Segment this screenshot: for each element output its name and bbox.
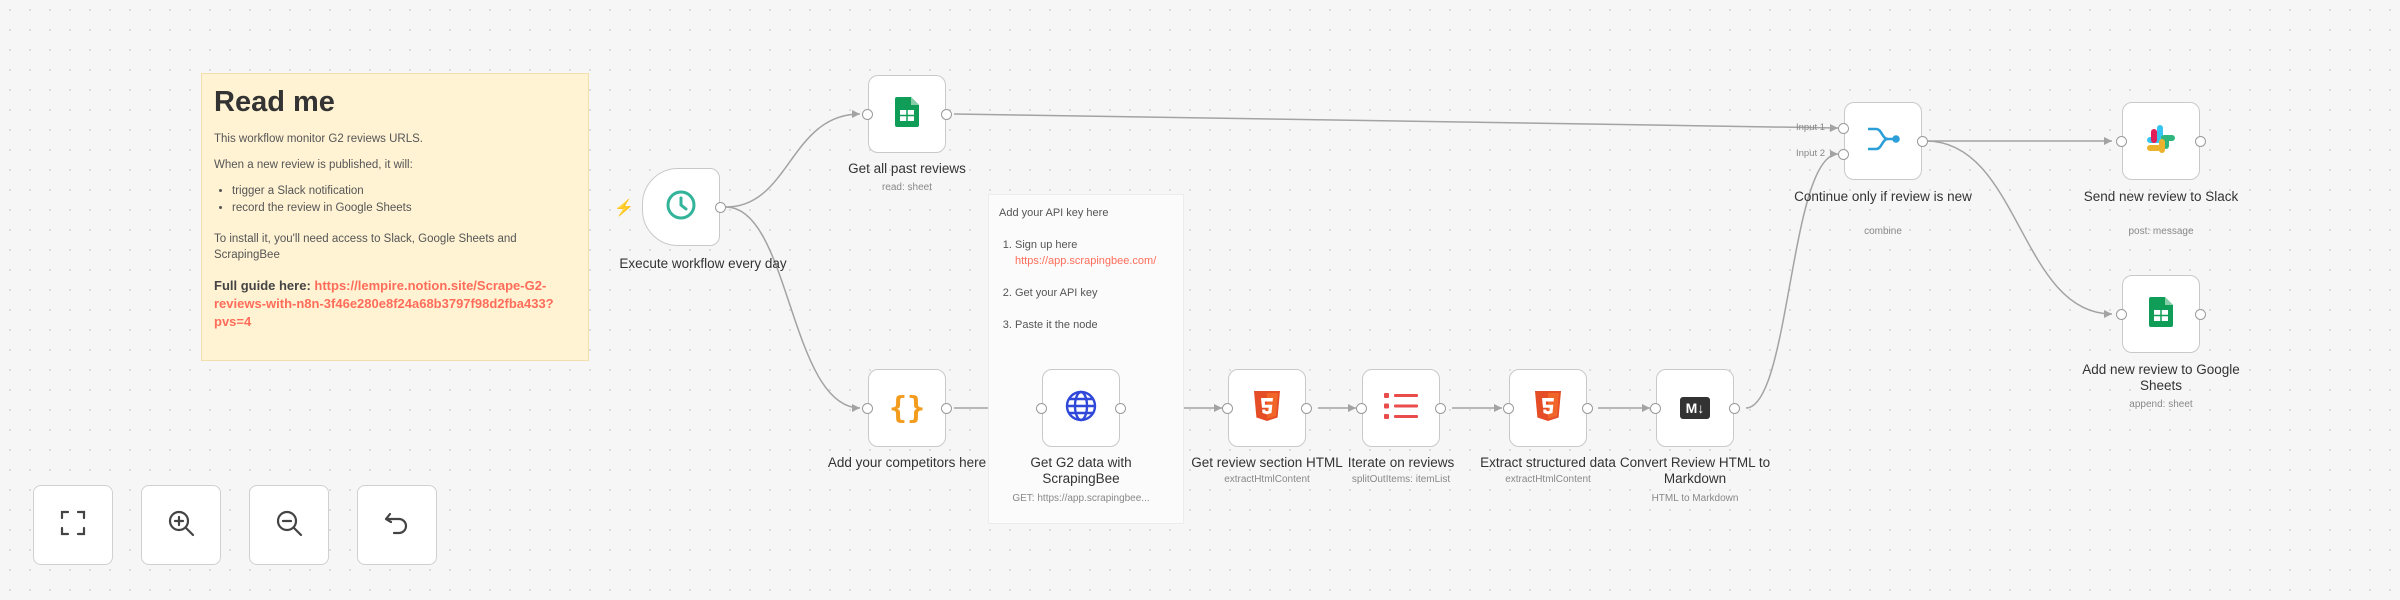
readme-install: To install it, you'll need access to Sla… [214, 233, 517, 261]
readme-title: Read me [214, 86, 335, 118]
code-braces-icon: {} [888, 390, 926, 426]
node-label: Execute workflow every day [619, 256, 787, 271]
reset-zoom-button[interactable] [357, 485, 437, 565]
node-get-all-past-reviews[interactable] [862, 75, 952, 153]
readme-when: When a new review is published, it will: [214, 159, 413, 171]
node-label: Add your competitors here [827, 455, 987, 470]
node-subtitle: combine [1864, 226, 1902, 237]
input-port-1[interactable] [1838, 123, 1849, 134]
node-subtitle: append: sheet [2129, 399, 2193, 410]
api-key-steps: Sign up here https://app.scrapingbee.com… [999, 237, 1173, 333]
output-port[interactable] [2195, 309, 2206, 320]
guide-link[interactable]: https://lempire.notion.site/Scrape-G2-re… [214, 278, 554, 329]
list-icon [1384, 392, 1418, 425]
node-label: Get G2 data with ScrapingBee [1030, 455, 1132, 486]
output-port[interactable] [1301, 403, 1312, 414]
node-label: Send new review to Slack [2083, 189, 2239, 204]
fit-view-button[interactable] [33, 485, 113, 565]
output-port[interactable] [1435, 403, 1446, 414]
google-sheets-icon [895, 96, 919, 132]
output-port[interactable] [1917, 136, 1928, 147]
readme-intro: This workflow monitor G2 reviews URLS. [214, 133, 423, 145]
node-label: Convert Review HTML to Markdown [1619, 455, 1771, 486]
node-convert-review-html-to-markdown[interactable]: M↓ [1650, 369, 1740, 447]
trigger-bolt-icon: ⚡ [614, 200, 634, 217]
markdown-icon: M↓ [1679, 397, 1711, 419]
merge-icon [1866, 124, 1900, 159]
zoom-out-button[interactable] [249, 485, 329, 565]
node-iterate-on-reviews[interactable] [1356, 369, 1446, 447]
edge-trigger-competitors [725, 206, 861, 409]
input-2-label: Input 2 [1796, 148, 1826, 159]
node-subtitle: HTML to Markdown [1651, 493, 1739, 504]
node-execute-workflow-every-day[interactable] [642, 168, 726, 246]
clock-icon [664, 188, 698, 227]
edge-past-merge [953, 113, 1839, 129]
api-key-step-3: Paste it the node [1015, 317, 1173, 333]
scrapingbee-link[interactable]: https://app.scrapingbee.com/ [1015, 255, 1157, 267]
readme-guide: Full guide here: https://lempire.notion.… [214, 277, 576, 331]
input-port[interactable] [1650, 403, 1661, 414]
readme-sticky-note[interactable]: Read me This workflow monitor G2 reviews… [201, 73, 589, 361]
output-port[interactable] [2195, 136, 2206, 147]
edge-convert-merge [1745, 153, 1839, 409]
zoom-in-button[interactable] [141, 485, 221, 565]
output-port[interactable] [941, 109, 952, 120]
node-label: Extract structured data [1480, 455, 1616, 470]
node-label: Add new review to Google Sheets [2082, 362, 2240, 393]
node-label: Get review section HTML [1191, 455, 1343, 470]
node-subtitle: read: sheet [881, 182, 933, 193]
input-port[interactable] [862, 403, 873, 414]
globe-icon [1064, 389, 1098, 428]
node-send-new-review-to-slack[interactable] [2116, 102, 2206, 180]
input-port[interactable] [1356, 403, 1367, 414]
input-port[interactable] [1503, 403, 1514, 414]
node-get-g2-data-with-scrapingbee[interactable] [1036, 369, 1126, 447]
reset-zoom-icon [382, 508, 412, 543]
input-port[interactable] [1036, 403, 1047, 414]
zoom-in-icon [166, 508, 196, 543]
output-port[interactable] [1582, 403, 1593, 414]
node-label: Get all past reviews [848, 161, 966, 176]
input-port-2[interactable] [1838, 149, 1849, 160]
step1-text: Sign up here [1015, 239, 1078, 251]
api-key-note-title: Add your API key here [999, 207, 1109, 219]
input-port[interactable] [2116, 309, 2127, 320]
node-continue-only-if-review-is-new[interactable] [1838, 102, 1928, 180]
node-label: Iterate on reviews [1347, 455, 1455, 470]
input-port[interactable] [1222, 403, 1233, 414]
node-get-review-section-html[interactable] [1222, 369, 1312, 447]
output-port[interactable] [941, 403, 952, 414]
node-subtitle: GET: https://app.scrapingbee... [1012, 493, 1150, 504]
api-key-step-2: Get your API key [1015, 285, 1173, 301]
input-1-label: Input 1 [1796, 122, 1826, 133]
node-add-your-competitors-here[interactable]: {} [862, 369, 952, 447]
node-subtitle: extractHtmlContent [1505, 474, 1591, 485]
guide-prefix: Full guide here: [214, 278, 315, 293]
fit-view-icon [59, 509, 87, 542]
slack-icon [2145, 123, 2177, 160]
html5-icon [1535, 390, 1561, 426]
node-subtitle: post: message [2128, 226, 2194, 237]
edge-merge-sheets [1925, 140, 2113, 315]
google-sheets-icon [2149, 296, 2173, 332]
input-port[interactable] [2116, 136, 2127, 147]
node-add-new-review-to-google-sheets[interactable] [2116, 275, 2206, 353]
node-extract-structured-data[interactable] [1503, 369, 1593, 447]
output-port[interactable] [1729, 403, 1740, 414]
api-key-step-1: Sign up here https://app.scrapingbee.com… [1015, 237, 1173, 269]
edge-trigger-past [725, 113, 861, 208]
node-subtitle: extractHtmlContent [1224, 474, 1310, 485]
output-port[interactable] [1115, 403, 1126, 414]
zoom-out-icon [274, 508, 304, 543]
node-subtitle: splitOutItems: itemList [1351, 474, 1451, 485]
node-label: Continue only if review is new [1794, 189, 1972, 204]
html5-icon [1254, 390, 1280, 426]
input-port[interactable] [862, 109, 873, 120]
output-port[interactable] [715, 202, 726, 213]
api-key-sticky-note[interactable]: Add your API key here Sign up here https… [988, 194, 1184, 524]
readme-bullet: record the review in Google Sheets [232, 200, 576, 217]
readme-bullets: trigger a Slack notification record the … [214, 183, 576, 217]
readme-bullet: trigger a Slack notification [232, 183, 576, 200]
